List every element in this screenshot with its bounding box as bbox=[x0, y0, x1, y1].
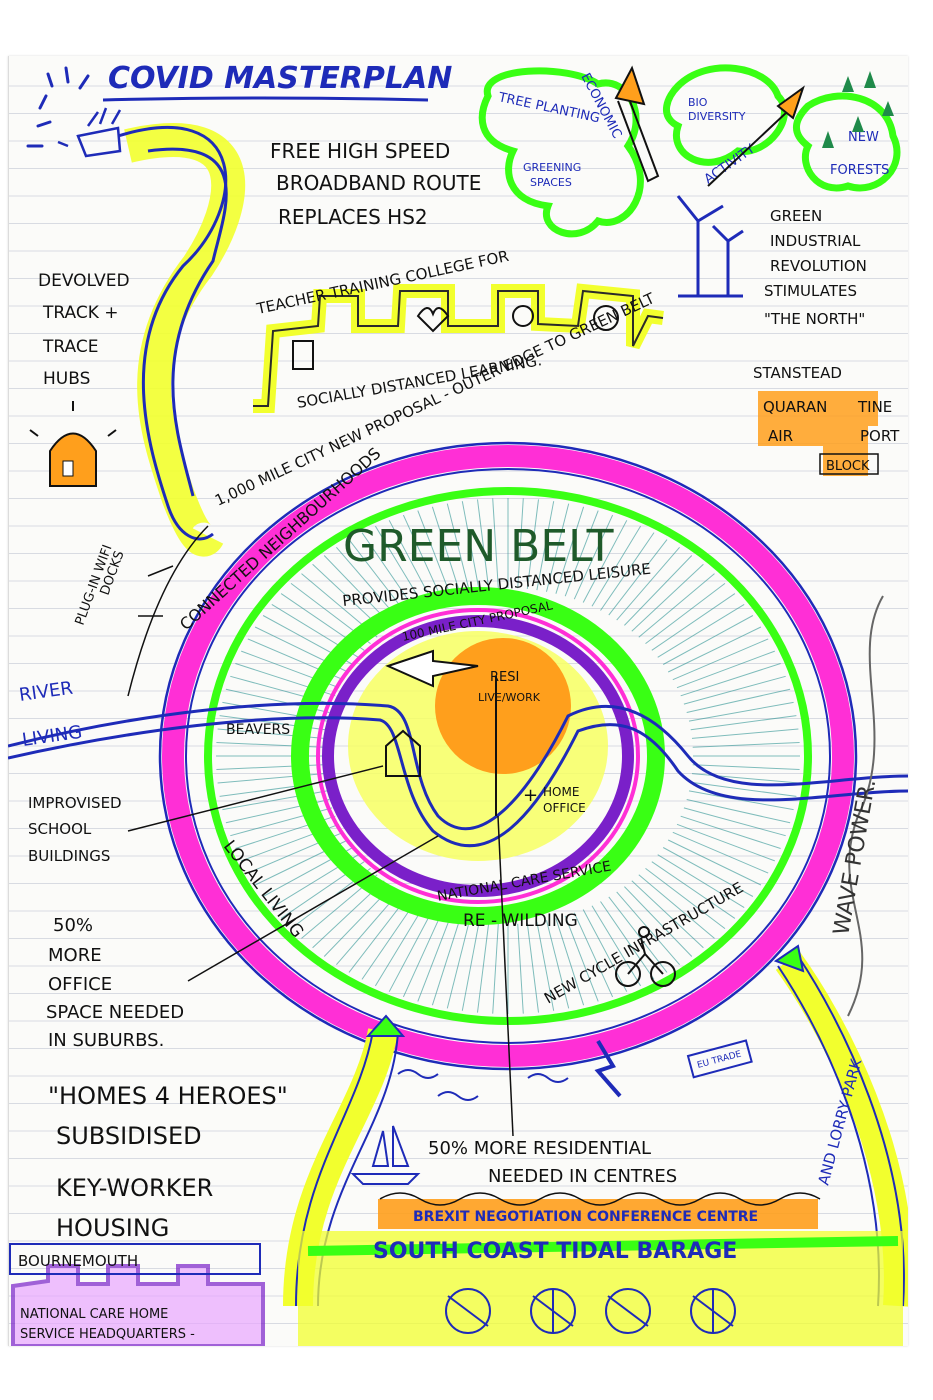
arrow-up-icon bbox=[773, 944, 805, 973]
gi-line-5: "THE NORTH" bbox=[764, 310, 865, 328]
re-wilding-label: RE - WILDING bbox=[463, 911, 578, 931]
river bbox=[8, 701, 908, 848]
heart-icon bbox=[416, 307, 450, 333]
tidal-barage-label: SOUTH COAST TIDAL BARAGE bbox=[373, 1239, 737, 1264]
river-living-label: RIVER LIVING bbox=[18, 678, 84, 751]
page-title: COVID MASTERPLAN bbox=[108, 61, 452, 96]
svg-text:+: + bbox=[523, 785, 538, 806]
gi-line-4: STIMULATES bbox=[764, 282, 857, 300]
broadband-route bbox=[57, 107, 246, 557]
live-work-label: LIVE/WORK bbox=[478, 691, 541, 704]
devolved-line-1: DEVOLVED bbox=[38, 271, 130, 291]
brexit-centre-label: BREXIT NEGOTIATION CONFERENCE CENTRE bbox=[413, 1209, 758, 1225]
heroes-line-1: "HOMES 4 HEROES" bbox=[48, 1082, 288, 1110]
brexit-centre: BREXIT NEGOTIATION CONFERENCE CENTRE bbox=[378, 1192, 821, 1229]
greening-label: GREENING bbox=[523, 161, 581, 174]
river-label: RIVER bbox=[18, 678, 74, 706]
hub-building-icon bbox=[29, 401, 117, 487]
heroes-line-2: SUBSIDISED bbox=[56, 1122, 202, 1150]
living-label: LIVING bbox=[21, 722, 84, 751]
spaces-label: SPACES bbox=[530, 176, 572, 189]
residential-label: 50% MORE RESIDENTIAL NEEDED IN CENTRES bbox=[428, 815, 677, 1187]
airport-label-2: PORT bbox=[860, 427, 900, 445]
school-icon bbox=[385, 729, 421, 777]
teacher-college-label: TEACHER TRAINING COLLEGE FOR bbox=[254, 247, 510, 318]
lorry-icon: EU TRADE bbox=[686, 1039, 753, 1079]
beavers-label: BEAVERS bbox=[226, 722, 290, 738]
green-industrial-label: GREEN INDUSTRIAL REVOLUTION STIMULATES "… bbox=[764, 207, 867, 328]
office-space-label: 50% MORE OFFICE SPACE NEEDED IN SUBURBS. bbox=[46, 835, 439, 1051]
care-home-line-1: NATIONAL CARE HOME bbox=[20, 1307, 168, 1322]
office-line-3: OFFICE bbox=[48, 974, 112, 995]
care-home-line-2: SERVICE HEADQUARTERS - bbox=[20, 1327, 195, 1342]
resi-label: RESI bbox=[490, 670, 519, 685]
arrow-left-icon bbox=[385, 649, 479, 688]
turbine-icons bbox=[445, 1288, 736, 1334]
city-centre bbox=[435, 638, 571, 774]
block-label: BLOCK bbox=[826, 459, 870, 474]
home-label: HOME bbox=[543, 785, 579, 799]
school-line-1: IMPROVISED bbox=[28, 794, 122, 812]
wind-turbine-icon bbox=[676, 195, 744, 298]
devolved-line-2: TRACK + bbox=[42, 303, 119, 323]
broadband-line-1: FREE HIGH SPEED bbox=[270, 139, 450, 163]
arrow-up-icon bbox=[614, 65, 646, 106]
cyclist-icon bbox=[615, 926, 676, 987]
gi-line-2: INDUSTRIAL bbox=[770, 232, 861, 250]
city-rings bbox=[158, 441, 858, 1071]
devolved-line-4: HUBS bbox=[43, 369, 90, 389]
pound-icon bbox=[593, 305, 619, 331]
peace-icon bbox=[512, 305, 534, 327]
airport-label-1: AIR bbox=[768, 427, 793, 445]
heroes-line-3: KEY-WORKER bbox=[56, 1174, 213, 1202]
school-line-3: BUILDINGS bbox=[28, 847, 110, 865]
new-label: NEW bbox=[848, 130, 879, 145]
broadband-line-3: REPLACES HS2 bbox=[278, 205, 428, 229]
broadband-line-2: BROADBAND ROUTE bbox=[276, 171, 481, 195]
stanstead-block: STANSTEAD QUARAN TINE AIR PORT BLOCK bbox=[753, 364, 900, 476]
lightning-icon bbox=[594, 1039, 622, 1098]
tree-icons bbox=[822, 71, 894, 148]
stanstead-label: STANSTEAD bbox=[753, 364, 842, 382]
tidal-barage: SOUTH COAST TIDAL BARAGE bbox=[298, 1231, 903, 1346]
centre-icons: + bbox=[385, 649, 538, 816]
sea-waves bbox=[397, 1039, 622, 1101]
green-belt-hatching bbox=[216, 498, 800, 1014]
office-line-1: 50% bbox=[53, 915, 93, 936]
tree-planting-label: TREE PLANTING bbox=[496, 90, 601, 126]
devolved-hubs-label: DEVOLVED TRACK + TRACE HUBS bbox=[38, 271, 130, 389]
improvised-school-label: IMPROVISED SCHOOL BUILDINGS bbox=[28, 765, 384, 865]
green-belt-label: GREEN BELT bbox=[343, 521, 614, 572]
sailboat-icon bbox=[350, 1125, 421, 1185]
office-line-5: IN SUBURBS. bbox=[48, 1030, 164, 1051]
devolved-line-3: TRACE bbox=[42, 337, 98, 357]
forests-label: FORESTS bbox=[830, 163, 889, 178]
school-line-2: SCHOOL bbox=[28, 820, 92, 838]
broadband-label: FREE HIGH SPEED BROADBAND ROUTE REPLACES… bbox=[270, 139, 481, 229]
office-line-4: SPACE NEEDED bbox=[46, 1002, 184, 1023]
quarantine-label-1: QUARAN bbox=[763, 398, 827, 416]
care-home-hq: BOURNEMOUTH NATIONAL CARE HOME SERVICE H… bbox=[9, 1243, 265, 1346]
title-group: COVID MASTERPLAN bbox=[26, 61, 452, 148]
residential-line-1: 50% MORE RESIDENTIAL bbox=[428, 1138, 651, 1159]
question-icon bbox=[292, 340, 314, 370]
arrow-up-icon bbox=[776, 85, 805, 120]
office-label: OFFICE bbox=[543, 801, 586, 815]
burst-icon bbox=[26, 66, 90, 148]
diversity-label: DIVERSITY bbox=[688, 110, 746, 123]
quarantine-label-2: TINE bbox=[857, 398, 892, 416]
masterplan-sketch: COVID MASTERPLAN FREE HIGH SPEED BROADBA… bbox=[8, 56, 908, 1346]
notebook-page: COVID MASTERPLAN FREE HIGH SPEED BROADBA… bbox=[8, 56, 908, 1346]
office-line-2: MORE bbox=[48, 945, 102, 966]
gi-line-1: GREEN bbox=[770, 207, 822, 225]
homes-heroes-label: "HOMES 4 HEROES" SUBSIDISED KEY-WORKER H… bbox=[48, 1082, 288, 1242]
arrow-up-icon bbox=[365, 1014, 406, 1037]
gi-line-3: REVOLUTION bbox=[770, 257, 867, 275]
growth-arrows bbox=[614, 65, 805, 187]
bournemouth-label: BOURNEMOUTH bbox=[18, 1252, 138, 1270]
residential-line-2: NEEDED IN CENTRES bbox=[488, 1166, 677, 1187]
bio-label: BIO bbox=[688, 96, 708, 109]
heroes-line-4: HOUSING bbox=[56, 1214, 169, 1242]
